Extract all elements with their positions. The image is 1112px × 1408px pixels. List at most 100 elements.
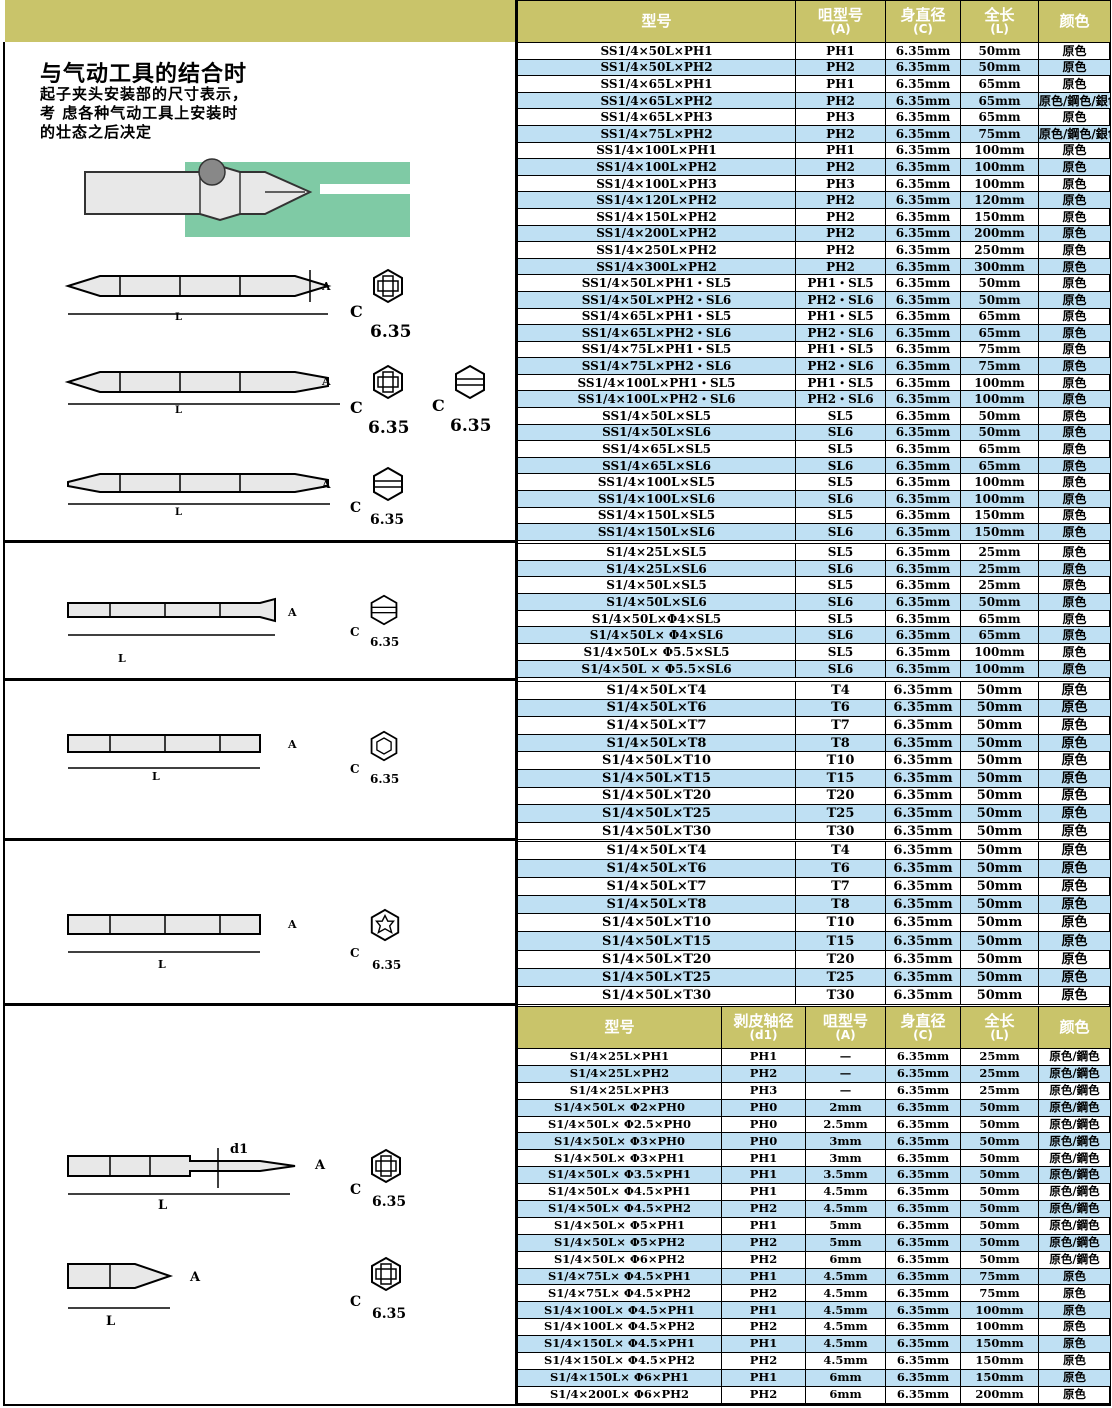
table-cell: SS1/4×75L×PH2・SL6: [517, 357, 796, 375]
table-cell: 6.35mm: [885, 274, 961, 292]
table-cell: 6.35mm: [885, 895, 961, 915]
table-cell: —: [805, 1064, 886, 1083]
table-cell: SS1/4×100L×PH2: [517, 158, 796, 176]
table-cell: 6.35mm: [885, 407, 961, 425]
torx-bit-drawing: [67, 914, 261, 953]
table-cell: T7: [795, 877, 886, 897]
table-cell: 6.35mm: [885, 290, 961, 309]
table-cell: SS1/4×100L×PH2・SL6: [517, 390, 796, 409]
table-cell: 25mm: [960, 1064, 1039, 1083]
table-cell: S1/4×50L× Φ4×SL6: [517, 626, 796, 645]
table-cell: 100mm: [960, 373, 1039, 392]
table-cell: 6.35mm: [885, 1385, 961, 1404]
table-cell: —: [805, 1048, 886, 1066]
col-header-model: 型号: [517, 1006, 722, 1049]
table-cell: PH1・SL5: [795, 274, 886, 292]
table-cell: SS1/4×65L×PH2: [517, 91, 796, 110]
dim-label-c: C: [350, 398, 363, 417]
table-cell: SS1/4×50L×SL6: [517, 423, 796, 442]
hex-size-label: 6.35: [372, 1306, 407, 1322]
table-cell: 6.35mm: [885, 490, 961, 508]
table-cell: 原色: [1038, 274, 1111, 292]
table-cell: SS1/4×65L×PH2・SL6: [517, 324, 796, 342]
table-cell: 150mm: [960, 207, 1039, 226]
table-cell: 4.5mm: [805, 1183, 886, 1202]
hex-slot-cross-section-icon: [373, 466, 403, 502]
table-cell: 6.35mm: [885, 659, 961, 678]
table-cell: S1/4×50L×SL5: [517, 576, 796, 595]
table-cell: PH3: [795, 108, 886, 126]
table-cell: S1/4×50L× Φ3.5×PH1: [517, 1166, 722, 1185]
table-cell: 原色: [1038, 307, 1111, 326]
table-cell: SL6: [795, 593, 886, 611]
table-cell: PH0: [721, 1115, 806, 1134]
table-cell: 原色: [1038, 681, 1111, 700]
hex-bit-drawing: [67, 734, 261, 769]
table-cell: 50mm: [960, 423, 1039, 442]
dim-label-c: C: [432, 396, 445, 415]
hex-size-label: 6.35: [368, 418, 410, 438]
dim-label-a: A: [322, 375, 331, 388]
table-cell: 6.35mm: [885, 91, 961, 110]
dim-label-l: L: [106, 1314, 116, 1329]
table-cell: 6.35mm: [885, 75, 961, 93]
table-cell: 50mm: [960, 698, 1039, 718]
table-cell: S1/4×100L× Φ4.5×PH1: [517, 1301, 722, 1320]
table-cell: S1/4×50L×T10: [517, 751, 796, 770]
table-cell: S1/4×50L× Φ4.5×PH2: [517, 1200, 722, 1218]
table-cell: 200mm: [960, 224, 1039, 243]
table-cell: S1/4×50L×Φ4×SL5: [517, 609, 796, 628]
table-cell: PH0: [721, 1098, 806, 1117]
table-cell: 原色/鋼色: [1038, 1149, 1111, 1168]
table-cell: 100mm: [960, 473, 1039, 492]
col-header-color: 颜色: [1038, 1006, 1111, 1049]
table-cell: 原色: [1038, 877, 1111, 897]
table-cell: S1/4×150L× Φ4.5×PH2: [517, 1352, 722, 1370]
table-cell: S1/4×75L× Φ4.5×PH1: [517, 1267, 722, 1286]
table-cell: 4.5mm: [805, 1335, 886, 1354]
table-cell: 250mm: [960, 241, 1039, 259]
table-cell: T10: [795, 913, 886, 933]
table-cell: 2mm: [805, 1098, 886, 1117]
table-cell: 6.35mm: [885, 593, 961, 611]
table-cell: 6.35mm: [885, 768, 961, 788]
dim-label-c: C: [350, 1294, 362, 1310]
table-cell: 6.35mm: [885, 859, 961, 879]
dim-label-l: L: [158, 958, 166, 971]
table-cell: 原色: [1038, 456, 1111, 475]
table-cell: 原色: [1038, 895, 1111, 915]
table-cell: SS1/4×100L×PH1・SL5: [517, 373, 796, 392]
hex-size-label: 6.35: [370, 635, 400, 649]
table-cell: 原色: [1038, 913, 1111, 933]
table-cell: SL6: [795, 659, 886, 678]
table-cell: PH2・SL6: [795, 324, 886, 342]
table-cell: 原色: [1038, 158, 1111, 176]
hex-size-label: 6.35: [372, 1194, 407, 1210]
table-cell: PH1・SL5: [795, 340, 886, 359]
table-cell: SL5: [795, 576, 886, 595]
table-cell: 6.35mm: [885, 626, 961, 645]
table-cell: 原色: [1038, 1318, 1111, 1337]
table-cell: 100mm: [960, 659, 1039, 678]
table-cell: S1/4×50L× Φ3×PH1: [517, 1149, 722, 1168]
table-cell: S1/4×50L×T8: [517, 895, 796, 915]
table-cell: SS1/4×150L×SL5: [517, 506, 796, 525]
table-cell: PH1: [795, 141, 886, 160]
table-cell: S1/4×50L× Φ2×PH0: [517, 1098, 722, 1117]
table-cell: 6.35mm: [885, 124, 961, 143]
table-cell: 50mm: [960, 1233, 1039, 1252]
table-cell: 50mm: [960, 274, 1039, 292]
